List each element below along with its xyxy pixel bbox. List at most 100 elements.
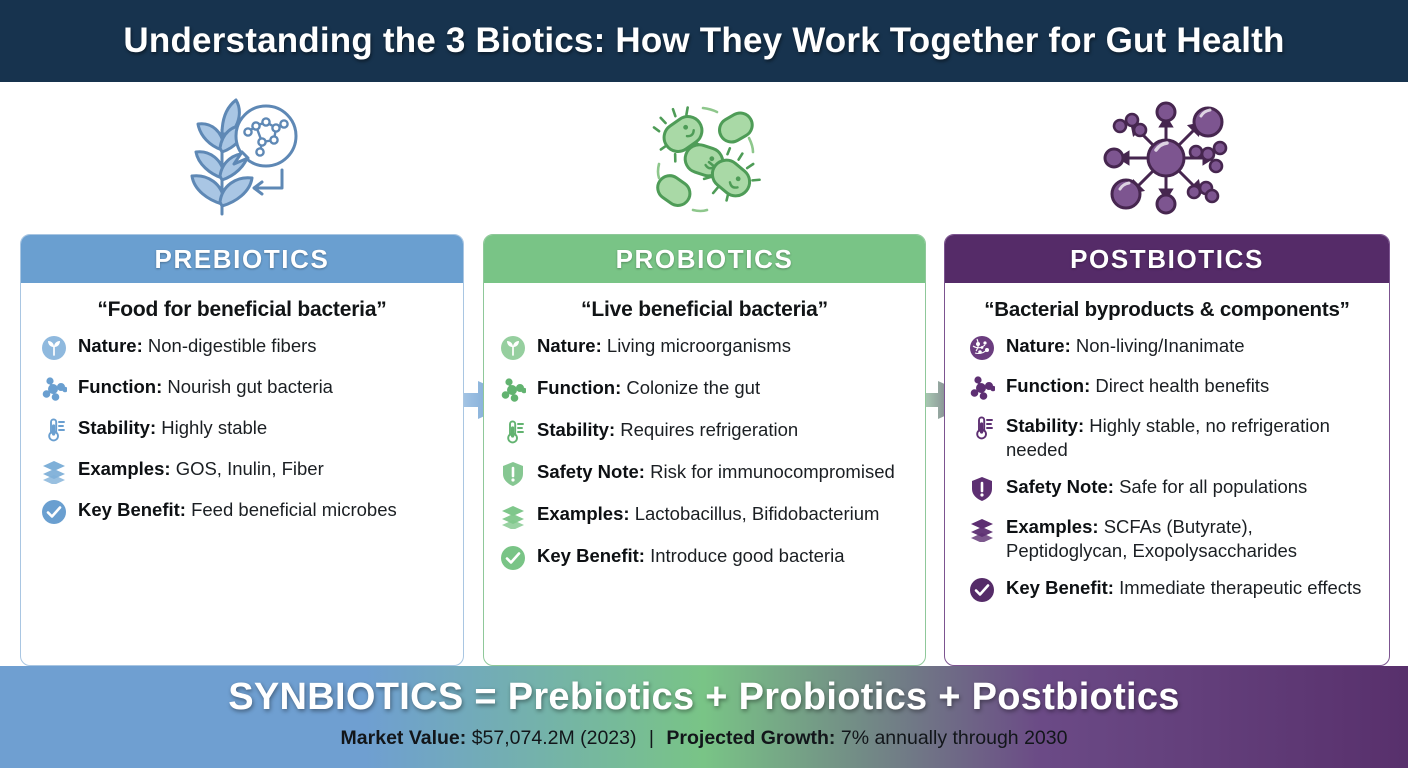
card-header-probiotics: PROBIOTICS bbox=[484, 235, 925, 283]
footer-separator: | bbox=[648, 727, 654, 749]
market-value: $57,074.2M (2023) bbox=[471, 727, 637, 749]
fact-row: Examples: SCFAs (Butyrate), Peptidoglyca… bbox=[957, 515, 1377, 563]
fact-row: Key Benefit: Feed beneficial microbes bbox=[33, 498, 451, 525]
fact-label: Nature: bbox=[537, 335, 602, 356]
card-title: PROBIOTICS bbox=[615, 243, 794, 274]
fact-row: Key Benefit: Immediate therapeutic effec… bbox=[957, 576, 1377, 603]
fact-label: Function: bbox=[537, 377, 622, 398]
layers-icon bbox=[39, 457, 69, 484]
fact-text: Safety Note: Safe for all populations bbox=[1006, 475, 1307, 499]
fact-value: GOS, Inulin, Fiber bbox=[175, 458, 324, 479]
card-body-postbiotics: “Bacterial byproducts & components” Natu… bbox=[945, 283, 1389, 603]
card-header-prebiotics: PREBIOTICS bbox=[21, 235, 463, 283]
fact-row: Key Benefit: Introduce good bacteria bbox=[496, 544, 913, 571]
fact-row: Stability: Requires refrigeration bbox=[496, 418, 913, 445]
fact-label: Function: bbox=[1006, 375, 1091, 396]
molecule-icon bbox=[967, 374, 997, 401]
fact-text: Examples: GOS, Inulin, Fiber bbox=[78, 457, 324, 481]
fact-row: Nature: Non-digestible fibers bbox=[33, 334, 451, 361]
fact-text: Key Benefit: Feed beneficial microbes bbox=[78, 498, 397, 522]
card-title: PREBIOTICS bbox=[154, 243, 330, 274]
molecule-icon bbox=[39, 375, 69, 402]
fact-label: Examples: bbox=[78, 458, 171, 479]
fact-text: Key Benefit: Introduce good bacteria bbox=[537, 544, 844, 568]
fact-value: Safe for all populations bbox=[1119, 476, 1308, 497]
plant-molecule-icon bbox=[140, 88, 340, 228]
bacteria-icon bbox=[603, 88, 803, 228]
fact-row: Nature: Non-living/Inanimate bbox=[957, 334, 1377, 361]
fact-row: Safety Note: Safe for all populations bbox=[957, 475, 1377, 502]
fact-label: Nature: bbox=[1006, 335, 1071, 356]
fact-value: Living microorganisms bbox=[606, 335, 791, 356]
fact-text: Function: Direct health benefits bbox=[1006, 374, 1269, 398]
fact-value: Highly stable, no refrigeration needed bbox=[1006, 415, 1330, 460]
card-body-prebiotics: “Food for beneficial bacteria” Nature: N… bbox=[21, 283, 463, 525]
growth-label: Projected Growth: bbox=[666, 727, 836, 749]
fact-row: Function: Colonize the gut bbox=[496, 376, 913, 403]
fact-row: Stability: Highly stable bbox=[33, 416, 451, 443]
thermometer-icon bbox=[39, 416, 69, 443]
fact-value: Nourish gut bacteria bbox=[167, 376, 333, 397]
fact-text: Safety Note: Risk for immunocompromised bbox=[537, 460, 895, 484]
fact-text: Nature: Living microorganisms bbox=[537, 334, 791, 358]
fact-row: Safety Note: Risk for immunocompromised bbox=[496, 460, 913, 487]
fact-text: Examples: SCFAs (Butyrate), Peptidoglyca… bbox=[1006, 515, 1377, 563]
shield-alert-icon bbox=[498, 460, 528, 487]
thermometer-icon bbox=[498, 418, 528, 445]
fact-label: Examples: bbox=[537, 503, 630, 524]
fact-row: Examples: Lactobacillus, Bifidobacterium bbox=[496, 502, 913, 529]
market-value-label: Market Value: bbox=[340, 727, 467, 749]
check-circle-icon bbox=[39, 498, 69, 525]
fact-value: Non-digestible fibers bbox=[147, 335, 317, 356]
fact-label: Stability: bbox=[78, 417, 157, 438]
fact-row: Examples: GOS, Inulin, Fiber bbox=[33, 457, 451, 484]
fact-text: Function: Nourish gut bacteria bbox=[78, 375, 333, 399]
card-body-probiotics: “Live beneficial bacteria” Nature: Livin… bbox=[484, 283, 925, 571]
fact-label: Function: bbox=[78, 376, 163, 397]
title-bar: Understanding the 3 Biotics: How They Wo… bbox=[0, 0, 1408, 82]
card-tagline: “Food for beneficial bacteria” bbox=[97, 298, 387, 321]
fact-text: Examples: Lactobacillus, Bifidobacterium bbox=[537, 502, 879, 526]
fact-text: Nature: Non-living/Inanimate bbox=[1006, 334, 1245, 358]
synbiotics-headline: SYNBIOTICS = Prebiotics + Probiotics + P… bbox=[228, 676, 1180, 718]
molecule-burst-icon bbox=[1066, 88, 1266, 228]
check-circle-icon bbox=[967, 576, 997, 603]
fact-value: Immediate therapeutic effects bbox=[1119, 577, 1362, 598]
fact-row: Stability: Highly stable, no refrigerati… bbox=[957, 414, 1377, 462]
card-tagline: “Bacterial byproducts & components” bbox=[984, 298, 1350, 321]
fact-text: Stability: Highly stable, no refrigerati… bbox=[1006, 414, 1377, 462]
fact-label: Key Benefit: bbox=[1006, 577, 1114, 598]
sprout-circle-icon bbox=[39, 334, 69, 361]
fact-text: Nature: Non-digestible fibers bbox=[78, 334, 317, 358]
fact-value: Colonize the gut bbox=[626, 377, 761, 398]
shield-alert-icon bbox=[967, 475, 997, 502]
fact-label: Key Benefit: bbox=[537, 545, 645, 566]
thermometer-icon bbox=[967, 414, 997, 441]
card-probiotics: PROBIOTICS “Live beneficial bacteria” Na… bbox=[483, 234, 926, 666]
sprout-circle-icon bbox=[498, 334, 528, 361]
check-circle-icon bbox=[498, 544, 528, 571]
fact-label: Key Benefit: bbox=[78, 499, 186, 520]
layers-icon bbox=[967, 515, 997, 542]
fact-text: Function: Colonize the gut bbox=[537, 376, 760, 400]
fact-label: Safety Note: bbox=[537, 461, 645, 482]
fact-value: Highly stable bbox=[161, 417, 268, 438]
fact-label: Nature: bbox=[78, 335, 143, 356]
page-title: Understanding the 3 Biotics: How They Wo… bbox=[123, 21, 1285, 60]
fact-text: Stability: Requires refrigeration bbox=[537, 418, 798, 442]
fact-value: Risk for immunocompromised bbox=[650, 461, 895, 482]
fact-value: Direct health benefits bbox=[1095, 375, 1270, 396]
fact-text: Stability: Highly stable bbox=[78, 416, 267, 440]
layers-icon bbox=[498, 502, 528, 529]
molecule-icon bbox=[498, 376, 528, 403]
fact-row: Nature: Living microorganisms bbox=[496, 334, 913, 361]
fact-value: Introduce good bacteria bbox=[650, 545, 845, 566]
fact-label: Examples: bbox=[1006, 516, 1099, 537]
fact-text: Key Benefit: Immediate therapeutic effec… bbox=[1006, 576, 1361, 600]
fact-row: Function: Direct health benefits bbox=[957, 374, 1377, 401]
fact-value: Non-living/Inanimate bbox=[1075, 335, 1245, 356]
card-postbiotics: POSTBIOTICS “Bacterial byproducts & comp… bbox=[944, 234, 1390, 666]
card-header-postbiotics: POSTBIOTICS bbox=[945, 235, 1389, 283]
fact-label: Stability: bbox=[537, 419, 616, 440]
